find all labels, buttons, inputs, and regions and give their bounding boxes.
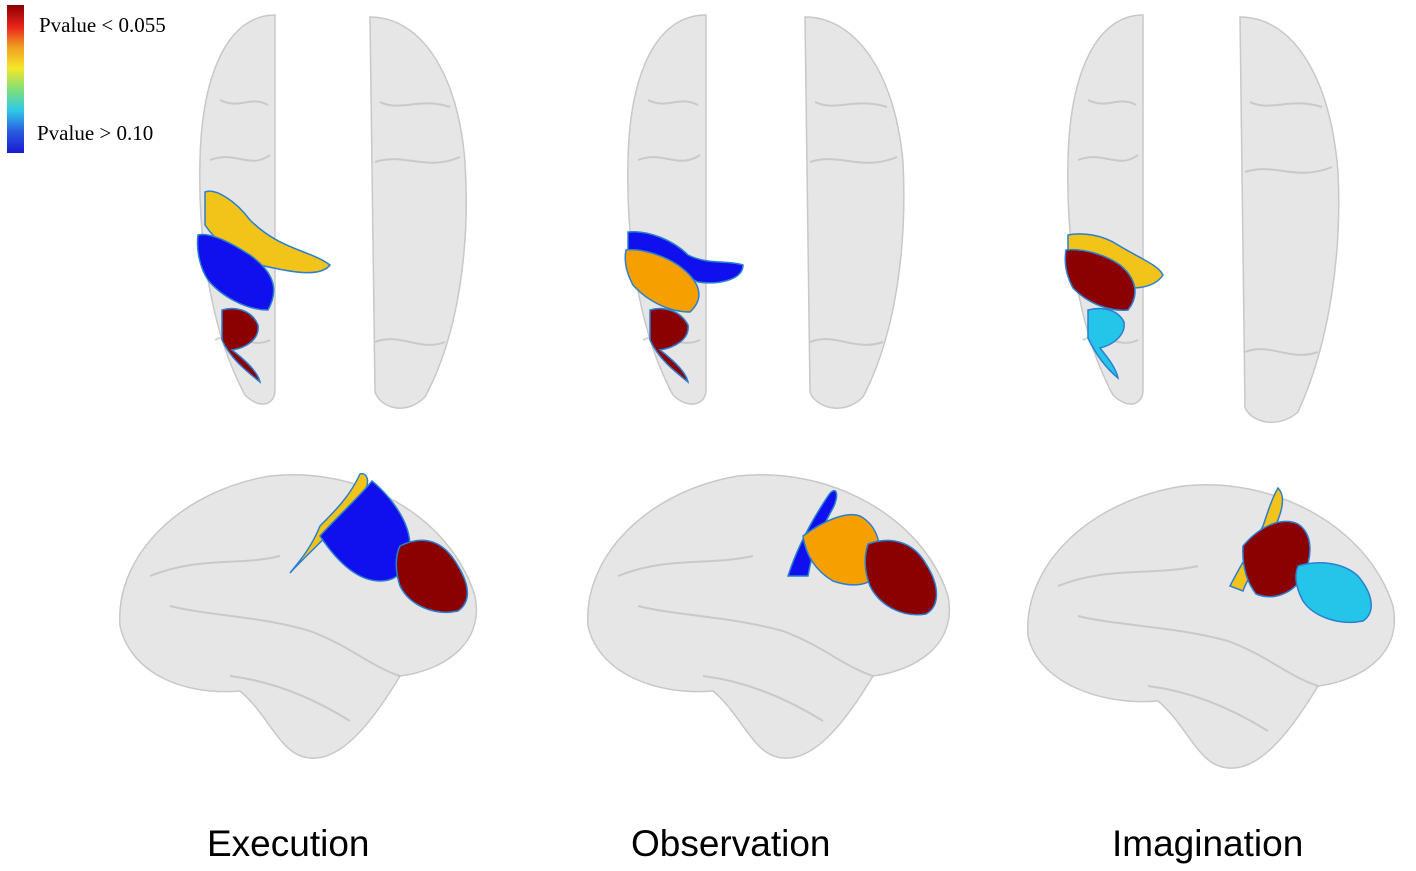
region-top-mid [624,248,700,313]
condition-label-1: Execution [207,823,370,864]
brain-top-view-right-3 [1239,16,1340,424]
region-lat-back [1295,562,1372,623]
region-top-bottom [221,307,262,384]
colorbar-bottom-label: Pvalue > 0.10 [37,121,154,145]
region-lat-back [395,539,469,613]
brain-lateral-view-3 [1027,484,1396,769]
brain-lateral-view-2 [587,474,951,759]
region-lat-back [864,539,938,616]
colorbar-top-label: Pvalue < 0.055 [39,13,166,37]
region-top-bottom [649,307,690,384]
region-top-mid [196,233,275,311]
brain-top-view-right-1 [369,16,467,409]
condition-label-3: Imagination [1112,823,1304,864]
brain-top-view-2 [624,14,744,405]
condition-label-2: Observation [631,823,831,864]
colorbar [7,5,24,153]
brain-top-view-3 [1064,14,1164,405]
brain-top-view-1 [196,14,332,405]
region-top-bottom [1087,307,1125,380]
region-top-mid [1064,248,1136,311]
brain-top-view-right-2 [804,16,905,409]
brain-lateral-view-1 [119,472,478,759]
